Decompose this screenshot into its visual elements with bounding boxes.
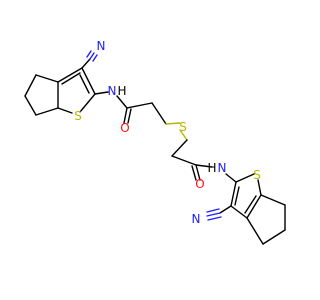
bond-t-c5-c6 <box>24 95 37 116</box>
bond-top-n-co <box>116 95 128 109</box>
bond-b-c6a-c6 <box>260 194 286 206</box>
atom-top-nitrile-n: N <box>97 39 106 53</box>
atom-bottom-thiophene-s: S <box>253 168 261 182</box>
bond-s-bottom-ch2 <box>179 129 188 141</box>
bond-top-nitrile-triple-c <box>92 54 98 62</box>
bond-top-co-ch2 <box>126 102 153 109</box>
bond-t-c4-c5 <box>24 74 37 97</box>
bond-b-c5-c4 <box>262 229 286 245</box>
bond-b-c6a-c3a-double <box>244 195 257 214</box>
bond-bottom-ch2-ch2 <box>171 139 188 157</box>
bond-bottom-nitrile-triple-a <box>206 212 221 217</box>
bond-bottom-co-o <box>195 164 201 181</box>
bond-b-s-c6a <box>257 179 262 196</box>
atom-bottom-amide-n: N <box>218 161 227 175</box>
bond-b-c3-c2 <box>230 181 237 207</box>
bond-b-c6a-c3a <box>246 194 262 219</box>
bond-t-c6-c6a <box>35 107 59 116</box>
bond-b-c3-c2-double <box>234 186 240 206</box>
bond-bottom-nitrile-triple-b <box>206 208 220 213</box>
bond-t-c3-c2 <box>81 67 96 95</box>
bond-t-c3a-c4 <box>35 74 59 83</box>
bond-t-c3-c3a-double <box>61 72 81 85</box>
bond-bottom-n-c2 <box>225 173 237 183</box>
bond-bottom-nitrile-c <box>219 205 232 214</box>
bond-b-c4-c3a <box>246 217 264 245</box>
atom-linker-s: S <box>179 120 187 134</box>
atom-top-thiophene-s: S <box>74 109 82 123</box>
atom-bottom-amide-o: O <box>195 177 204 191</box>
atom-top-amide-n: N <box>108 84 117 98</box>
atom-top-amide-o: O <box>120 121 129 135</box>
atom-labels: N N H S O S O N H S N <box>74 39 261 226</box>
bond-top-co-o <box>123 107 128 124</box>
bond-b-c2-s <box>235 173 255 183</box>
bond-top-nitrile-triple-a <box>89 52 95 60</box>
bond-b-c3a-c3 <box>230 205 248 219</box>
bond-top-co-o-double <box>127 108 132 124</box>
bond-t-c2-double <box>79 74 90 94</box>
chemical-structure: N N H S O S O N H S N <box>24 39 286 245</box>
bond-bottom-co-n <box>195 164 213 168</box>
bond-top-nitrile-triple-b <box>86 50 92 58</box>
bond-bottom-ch2-co <box>171 155 197 166</box>
atom-bottom-nitrile-n: N <box>192 212 201 226</box>
bond-bottom-co-o-double <box>191 165 197 181</box>
bond-t-s-c6a <box>57 107 73 114</box>
bond-top-ch2-ch2 <box>151 102 167 125</box>
atom-bottom-amide-h: H <box>207 161 216 175</box>
bond-top-c2-n <box>94 91 109 95</box>
bond-top-ch2-s <box>165 122 181 125</box>
bond-t-c3-c3a <box>57 67 83 83</box>
bond-bottom-nitrile-triple-c <box>207 216 222 221</box>
atom-top-amide-h: H <box>117 84 126 98</box>
bond-top-nitrile-c <box>81 58 91 69</box>
bonds <box>24 50 286 245</box>
bond-t-c2-s <box>79 93 96 113</box>
